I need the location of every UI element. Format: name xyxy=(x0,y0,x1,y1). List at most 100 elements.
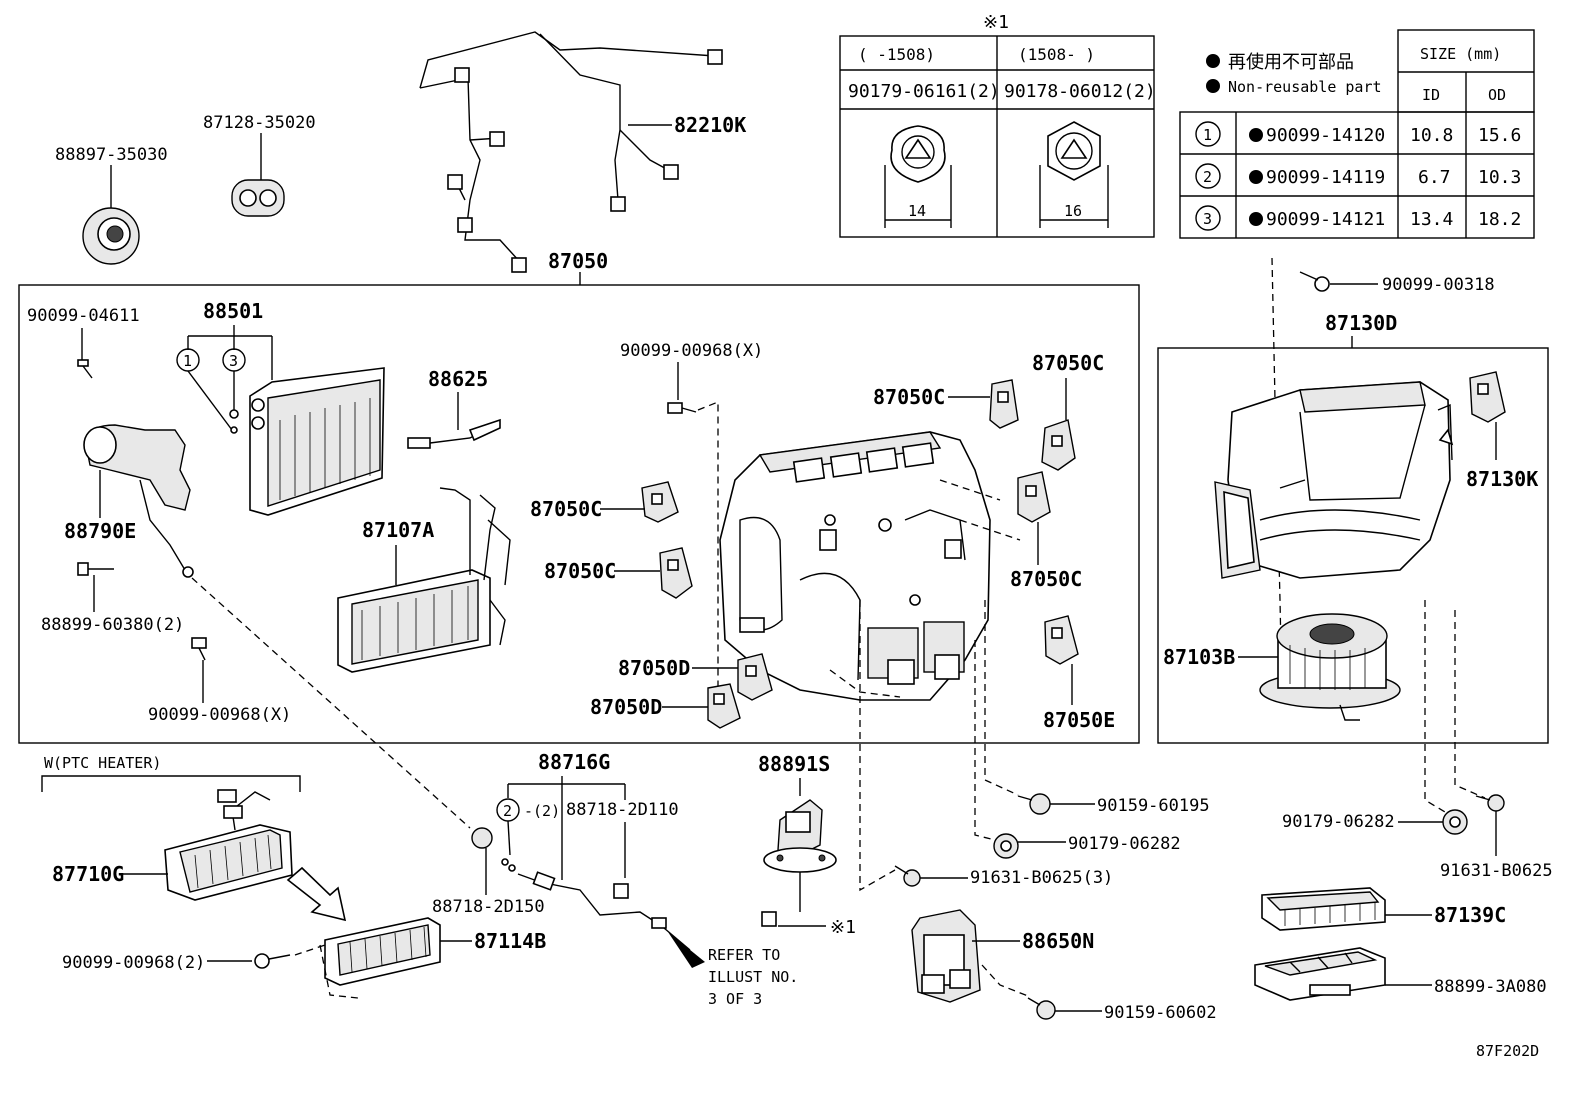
screw-90099-00968-2 xyxy=(207,944,326,969)
ptc-heater-87710G xyxy=(122,789,293,901)
ptc-element-87114B xyxy=(319,917,472,999)
label-88891S: 88891S xyxy=(758,752,830,776)
nut-90179-06282-b xyxy=(1398,809,1468,835)
note-mark: ※1 xyxy=(983,12,1009,33)
label-88899-3A080: 88899-3A080 xyxy=(1434,977,1547,997)
transfer-arrow xyxy=(286,866,347,922)
servo-87050C-mid2 xyxy=(614,547,693,599)
label-87107A: 87107A xyxy=(362,518,434,542)
label-87139C: 87139C xyxy=(1434,903,1506,927)
servo-87050C-top2 xyxy=(1041,378,1076,471)
screw-91631-B0625-3 xyxy=(894,865,968,887)
bolt-90099-00968x-upper xyxy=(667,362,719,700)
label-88718-2D110: 88718-2D110 xyxy=(566,800,679,820)
callout-1: 1 xyxy=(183,352,192,370)
label-90179-06282-a: 90179-06282 xyxy=(1068,834,1181,854)
label-87050C-top2: 87050C xyxy=(1032,351,1104,375)
note-col2-dim: 16 xyxy=(1064,202,1082,220)
bolt-90099-04611 xyxy=(77,328,93,379)
blower-motor-87103B xyxy=(1238,613,1401,721)
servo-87050D-1 xyxy=(692,653,773,701)
dashed-from-valve xyxy=(191,577,471,829)
size-row2-id: 6.7 xyxy=(1418,167,1451,188)
od-header: OD xyxy=(1488,86,1506,104)
callout-2: 2 xyxy=(503,802,512,820)
figure-code: 87F202D xyxy=(1476,1042,1539,1060)
callout-bracket-88716G: 2 -(2) xyxy=(496,776,626,880)
label-91631-B0625-3: 91631-B0625(3) xyxy=(970,868,1113,888)
label-90099-04611: 90099-04611 xyxy=(27,306,140,326)
hose-88716G xyxy=(471,827,667,929)
refer-arrow xyxy=(663,927,705,968)
screw-90159-60602 xyxy=(1027,997,1102,1020)
servo-87050C-top1 xyxy=(948,379,1019,429)
label-87050: 87050 xyxy=(548,249,608,273)
filter-tray-88899-3A080 xyxy=(1254,947,1432,1001)
label-88790E: 88790E xyxy=(64,519,136,543)
label-90179-06282-b: 90179-06282 xyxy=(1282,812,1395,832)
note-col1-part: 90179-06161(2) xyxy=(848,81,1000,102)
note-col2-header: (1508- ) xyxy=(1018,45,1095,64)
label-87103B: 87103B xyxy=(1163,645,1235,669)
label-90159-60195: 90159-60195 xyxy=(1097,796,1210,816)
bolt-90099-00968x-lower xyxy=(191,637,207,703)
label-90099-00968x-upper: 90099-00968(X) xyxy=(620,341,763,361)
amplifier-88650N xyxy=(911,909,1029,1003)
size-row2-part: 90099-14119 xyxy=(1266,167,1385,188)
label-82210K: 82210K xyxy=(674,113,746,137)
seal-88897 xyxy=(82,165,140,265)
label-88899-60380: 88899-60380(2) xyxy=(41,615,184,635)
dashed-right-nut xyxy=(1424,600,1446,813)
blower-assembly-box xyxy=(1157,347,1549,744)
note-col1-dim: 14 xyxy=(908,202,926,220)
label-87050E: 87050E xyxy=(1043,708,1115,732)
servo-87130K xyxy=(1469,371,1506,460)
size-row1-id: 10.8 xyxy=(1410,125,1453,146)
expansion-valve-88790E xyxy=(83,424,194,578)
servo-87050E xyxy=(1044,615,1079,705)
label-88501: 88501 xyxy=(203,299,263,323)
servo-87050C-right xyxy=(1017,471,1051,565)
size-row1-no: 1 xyxy=(1203,126,1212,144)
note-col1-header: ( -1508) xyxy=(858,45,935,64)
refer-line-3: 3 OF 3 xyxy=(708,990,762,1008)
servo-87050D-2 xyxy=(662,683,741,729)
label-88718-2D150: 88718-2D150 xyxy=(432,897,545,917)
legend-en: Non-reusable part xyxy=(1228,78,1382,96)
label-2-qty: -(2) xyxy=(524,802,560,820)
label-87050D-1: 87050D xyxy=(618,656,690,680)
legend-jp: 再使用不可部品 xyxy=(1228,52,1354,73)
hvac-case-87050 xyxy=(719,431,1021,892)
size-row2-no: 2 xyxy=(1203,168,1212,186)
label-90099-00968-2: 90099-00968(2) xyxy=(62,953,205,973)
label-90099-00968x-lower: 90099-00968(X) xyxy=(148,705,291,725)
label-87114B: 87114B xyxy=(474,929,546,953)
label-87050D-2: 87050D xyxy=(590,695,662,719)
label-87050C-right: 87050C xyxy=(1010,567,1082,591)
label-87130K: 87130K xyxy=(1466,467,1538,491)
label-88625: 88625 xyxy=(428,367,488,391)
label-90099-00318: 90099-00318 xyxy=(1382,275,1495,295)
label-91631-B0625: 91631-B0625 xyxy=(1440,861,1553,881)
note-col2-part: 90178-06012(2) xyxy=(1004,81,1156,102)
size-table: 再使用不可部品 Non-reusable part SIZE (mm) ID O… xyxy=(1179,29,1535,239)
sensor-88625 xyxy=(407,392,501,449)
id-header: ID xyxy=(1422,86,1440,104)
size-row3-od: 18.2 xyxy=(1478,209,1521,230)
size-row3-no: 3 xyxy=(1203,210,1212,228)
screw-91631-B0625 xyxy=(1475,794,1505,856)
size-row3-part: 90099-14121 xyxy=(1266,209,1385,230)
bracket-88891S xyxy=(761,799,837,927)
size-row1-part: 90099-14120 xyxy=(1266,125,1385,146)
label-note1-ref: ※1 xyxy=(830,917,856,938)
grommet-87128 xyxy=(231,133,285,217)
label-88716G: 88716G xyxy=(538,750,610,774)
label-87710G: 87710G xyxy=(52,862,124,886)
note-table: ※1 ( -1508) (1508- ) 90179-06161(2) 9017… xyxy=(839,12,1156,238)
dashed-right-screw xyxy=(1454,610,1486,799)
label-90159-60602: 90159-60602 xyxy=(1104,1003,1217,1023)
heater-core-87107A xyxy=(337,487,511,673)
refer-line-1: REFER TO xyxy=(708,946,780,964)
ptc-bracket xyxy=(41,775,301,792)
label-88650N: 88650N xyxy=(1022,929,1094,953)
